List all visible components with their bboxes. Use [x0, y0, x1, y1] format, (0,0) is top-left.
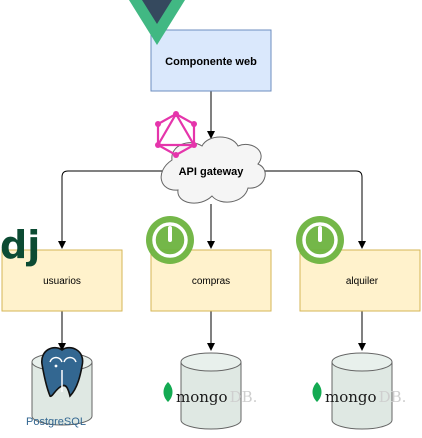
mongodb-leaf-icon: [163, 382, 173, 402]
spring-logo-icon: [296, 216, 344, 264]
usuarios-label: usuarios: [43, 276, 81, 287]
api-gateway-label: API gateway: [179, 166, 245, 178]
edge-gateway-to-alquiler: [252, 170, 366, 249]
edge-gateway-to-usuarios: [58, 170, 170, 249]
mongodb-leaf-icon: [312, 382, 322, 402]
graphql-logo-icon: [155, 111, 197, 158]
postgres-wordmark: PostgreSQL: [26, 416, 86, 428]
vue-logo-icon: [129, 0, 185, 45]
postgresql-logo-icon: PostgreSQL: [26, 346, 86, 428]
spring-logo-icon: [146, 216, 194, 264]
compras-label: compras: [192, 276, 230, 287]
api-gateway-node[interactable]: API gateway: [160, 136, 266, 204]
web-component-node[interactable]: Componente web: [150, 29, 272, 92]
django-logo-icon: dj: [0, 223, 40, 267]
service-usuarios-node[interactable]: usuarios: [1, 249, 123, 312]
connectors: [58, 91, 366, 351]
svg-text:dj: dj: [0, 223, 40, 267]
alquiler-label: alquiler: [346, 276, 379, 287]
web-component-label: Componente web: [165, 56, 257, 68]
